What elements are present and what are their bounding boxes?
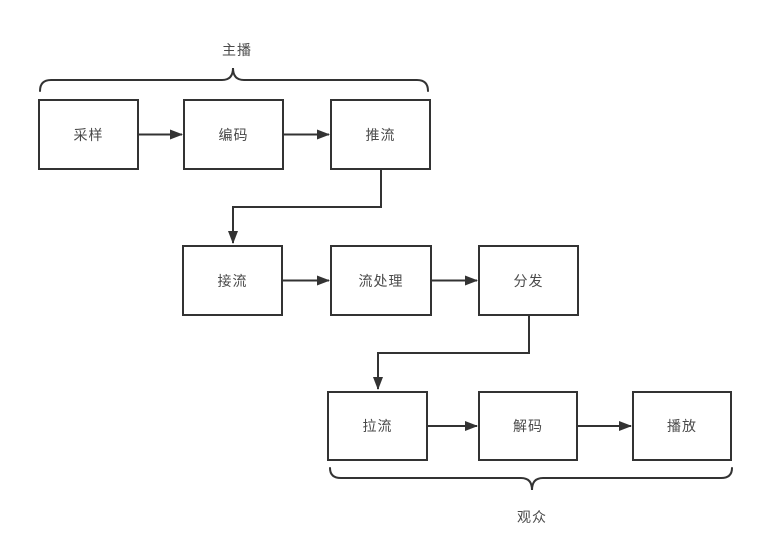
node-push-stream: 推流 (330, 99, 431, 170)
bottom-brace (329, 467, 733, 491)
node-ingest-stream-label: 接流 (217, 272, 248, 289)
connector-push-to-ingest (228, 170, 382, 244)
node-ingest-stream: 接流 (182, 245, 283, 316)
node-playback-label: 播放 (667, 418, 697, 434)
node-stream-processing: 流处理 (330, 245, 432, 316)
node-encoding: 编码 (183, 99, 284, 170)
node-decoding: 解码 (478, 391, 578, 461)
top-brace (39, 67, 429, 92)
node-distribution: 分发 (478, 245, 579, 316)
connector-distribution-to-pull (373, 316, 530, 390)
audience-group-label: 观众 (517, 509, 547, 525)
node-decoding-label: 解码 (513, 418, 543, 434)
node-stream-processing-label: 流处理 (358, 272, 404, 289)
node-playback: 播放 (632, 391, 732, 461)
node-push-stream-label: 推流 (365, 126, 396, 143)
node-encoding-label: 编码 (218, 126, 249, 143)
node-distribution-label: 分发 (513, 272, 544, 289)
node-pull-stream: 拉流 (327, 391, 428, 461)
node-sampling-label: 采样 (73, 126, 104, 143)
node-pull-stream-label: 拉流 (362, 418, 393, 434)
broadcaster-group-label: 主播 (222, 42, 252, 58)
node-sampling: 采样 (38, 99, 139, 170)
